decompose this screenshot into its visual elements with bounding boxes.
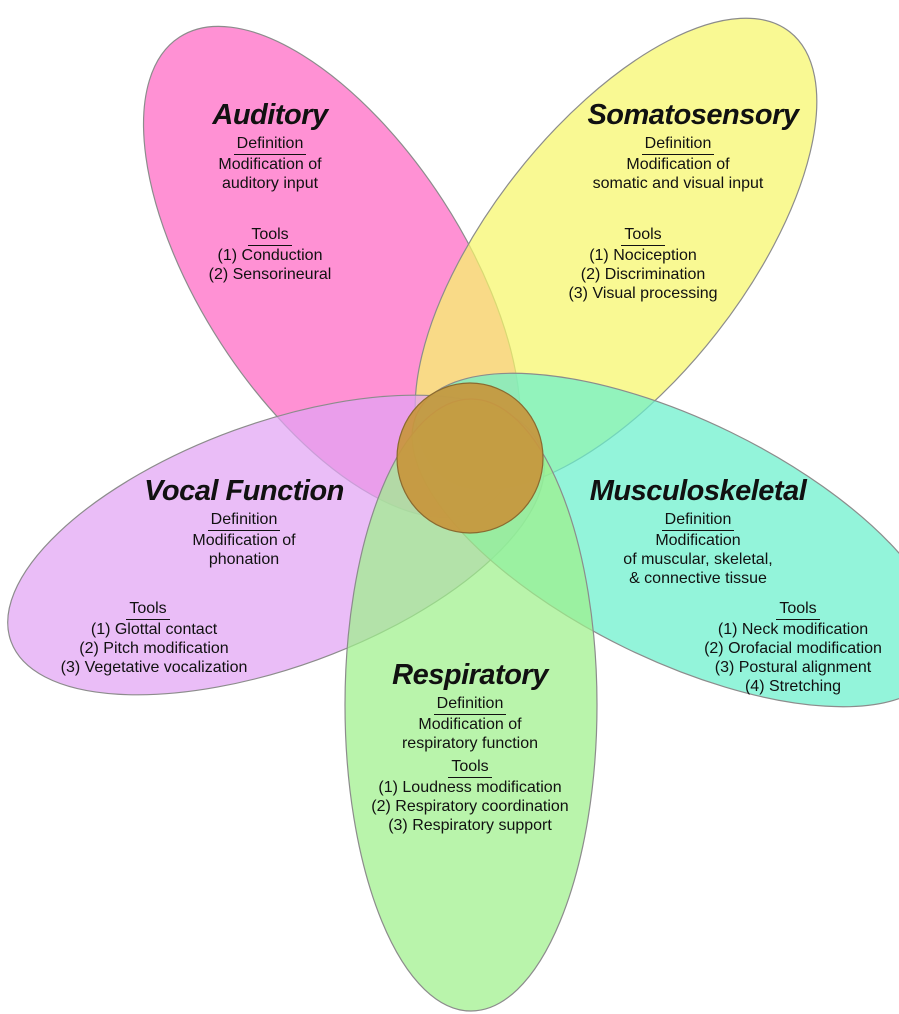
respiratory-definition-line: respiratory function bbox=[401, 735, 539, 752]
center-overlap-circle bbox=[396, 382, 544, 534]
somatosensory-definition-heading: Definition bbox=[641, 134, 715, 155]
musculoskeletal-title: Musculoskeletal bbox=[589, 475, 807, 507]
somatosensory-definition-line: somatic and visual input bbox=[592, 175, 764, 192]
vocal-function-definition-line: phonation bbox=[208, 551, 280, 568]
somatosensory-text: Somatosensory Definition Modification of… bbox=[568, 98, 799, 303]
respiratory-tool-item: (3) Respiratory support bbox=[388, 817, 552, 834]
musculoskeletal-definition-heading: Definition bbox=[661, 510, 735, 531]
respiratory-tools-heading: Tools bbox=[448, 757, 492, 778]
musculoskeletal-definition-line: of muscular, skeletal, bbox=[623, 551, 773, 568]
auditory-definition-line: auditory input bbox=[221, 175, 319, 192]
vocal-function-definition-line: Modification of bbox=[192, 532, 296, 549]
respiratory-tool-item: (2) Respiratory coordination bbox=[371, 798, 569, 815]
musculoskeletal-tool-item: (3) Postural alignment bbox=[714, 659, 872, 676]
auditory-tool-item: (2) Sensorineural bbox=[208, 266, 332, 283]
respiratory-text: Respiratory Definition Modification of r… bbox=[350, 658, 590, 835]
somatosensory-tool-item: (3) Visual processing bbox=[568, 285, 718, 302]
musculoskeletal-definition-line: Modification bbox=[655, 532, 741, 549]
somatosensory-tool-item: (1) Nociception bbox=[589, 247, 697, 264]
musculoskeletal-tool-item: (1) Neck modification bbox=[717, 621, 869, 638]
respiratory-title: Respiratory bbox=[392, 659, 548, 691]
musculoskeletal-tool-item: (2) Orofacial modification bbox=[704, 640, 882, 657]
respiratory-definition-heading: Definition bbox=[433, 694, 507, 715]
musculoskeletal-tool-item: (4) Stretching bbox=[744, 678, 842, 695]
vocal-function-tool-item: (2) Pitch modification bbox=[79, 640, 229, 657]
vocal-function-title: Vocal Function bbox=[144, 475, 344, 507]
musculoskeletal-tools-heading: Tools bbox=[776, 599, 820, 620]
auditory-text: Auditory Definition Modification of audi… bbox=[170, 98, 370, 284]
somatosensory-definition-line: Modification of bbox=[626, 156, 730, 173]
respiratory-definition-line: Modification of bbox=[418, 716, 522, 733]
auditory-tool-item: (1) Conduction bbox=[217, 247, 323, 264]
auditory-definition-heading: Definition bbox=[233, 134, 307, 155]
respiratory-tool-item: (1) Loudness modification bbox=[378, 779, 562, 796]
vocal-function-text: Vocal Function Definition Modification o… bbox=[134, 474, 354, 599]
musculoskeletal-tools: Tools (1) Neck modification (2) Orofacia… bbox=[688, 597, 898, 696]
vocal-function-tools: Tools (1) Glottal contact (2) Pitch modi… bbox=[34, 597, 274, 677]
auditory-title: Auditory bbox=[212, 99, 328, 131]
vocal-function-definition-heading: Definition bbox=[207, 510, 281, 531]
auditory-tools-heading: Tools bbox=[248, 225, 292, 246]
somatosensory-tools-heading: Tools bbox=[621, 225, 665, 246]
vocal-function-tools-heading: Tools bbox=[126, 599, 170, 620]
somatosensory-title: Somatosensory bbox=[587, 99, 799, 131]
vocal-function-tool-item: (3) Vegetative vocalization bbox=[60, 659, 248, 676]
auditory-definition-line: Modification of bbox=[218, 156, 322, 173]
somatosensory-tool-item: (2) Discrimination bbox=[580, 266, 706, 283]
vocal-function-tool-item: (1) Glottal contact bbox=[90, 621, 218, 638]
musculoskeletal-text: Musculoskeletal Definition Modification … bbox=[588, 474, 808, 588]
musculoskeletal-definition-line: & connective tissue bbox=[629, 570, 767, 587]
